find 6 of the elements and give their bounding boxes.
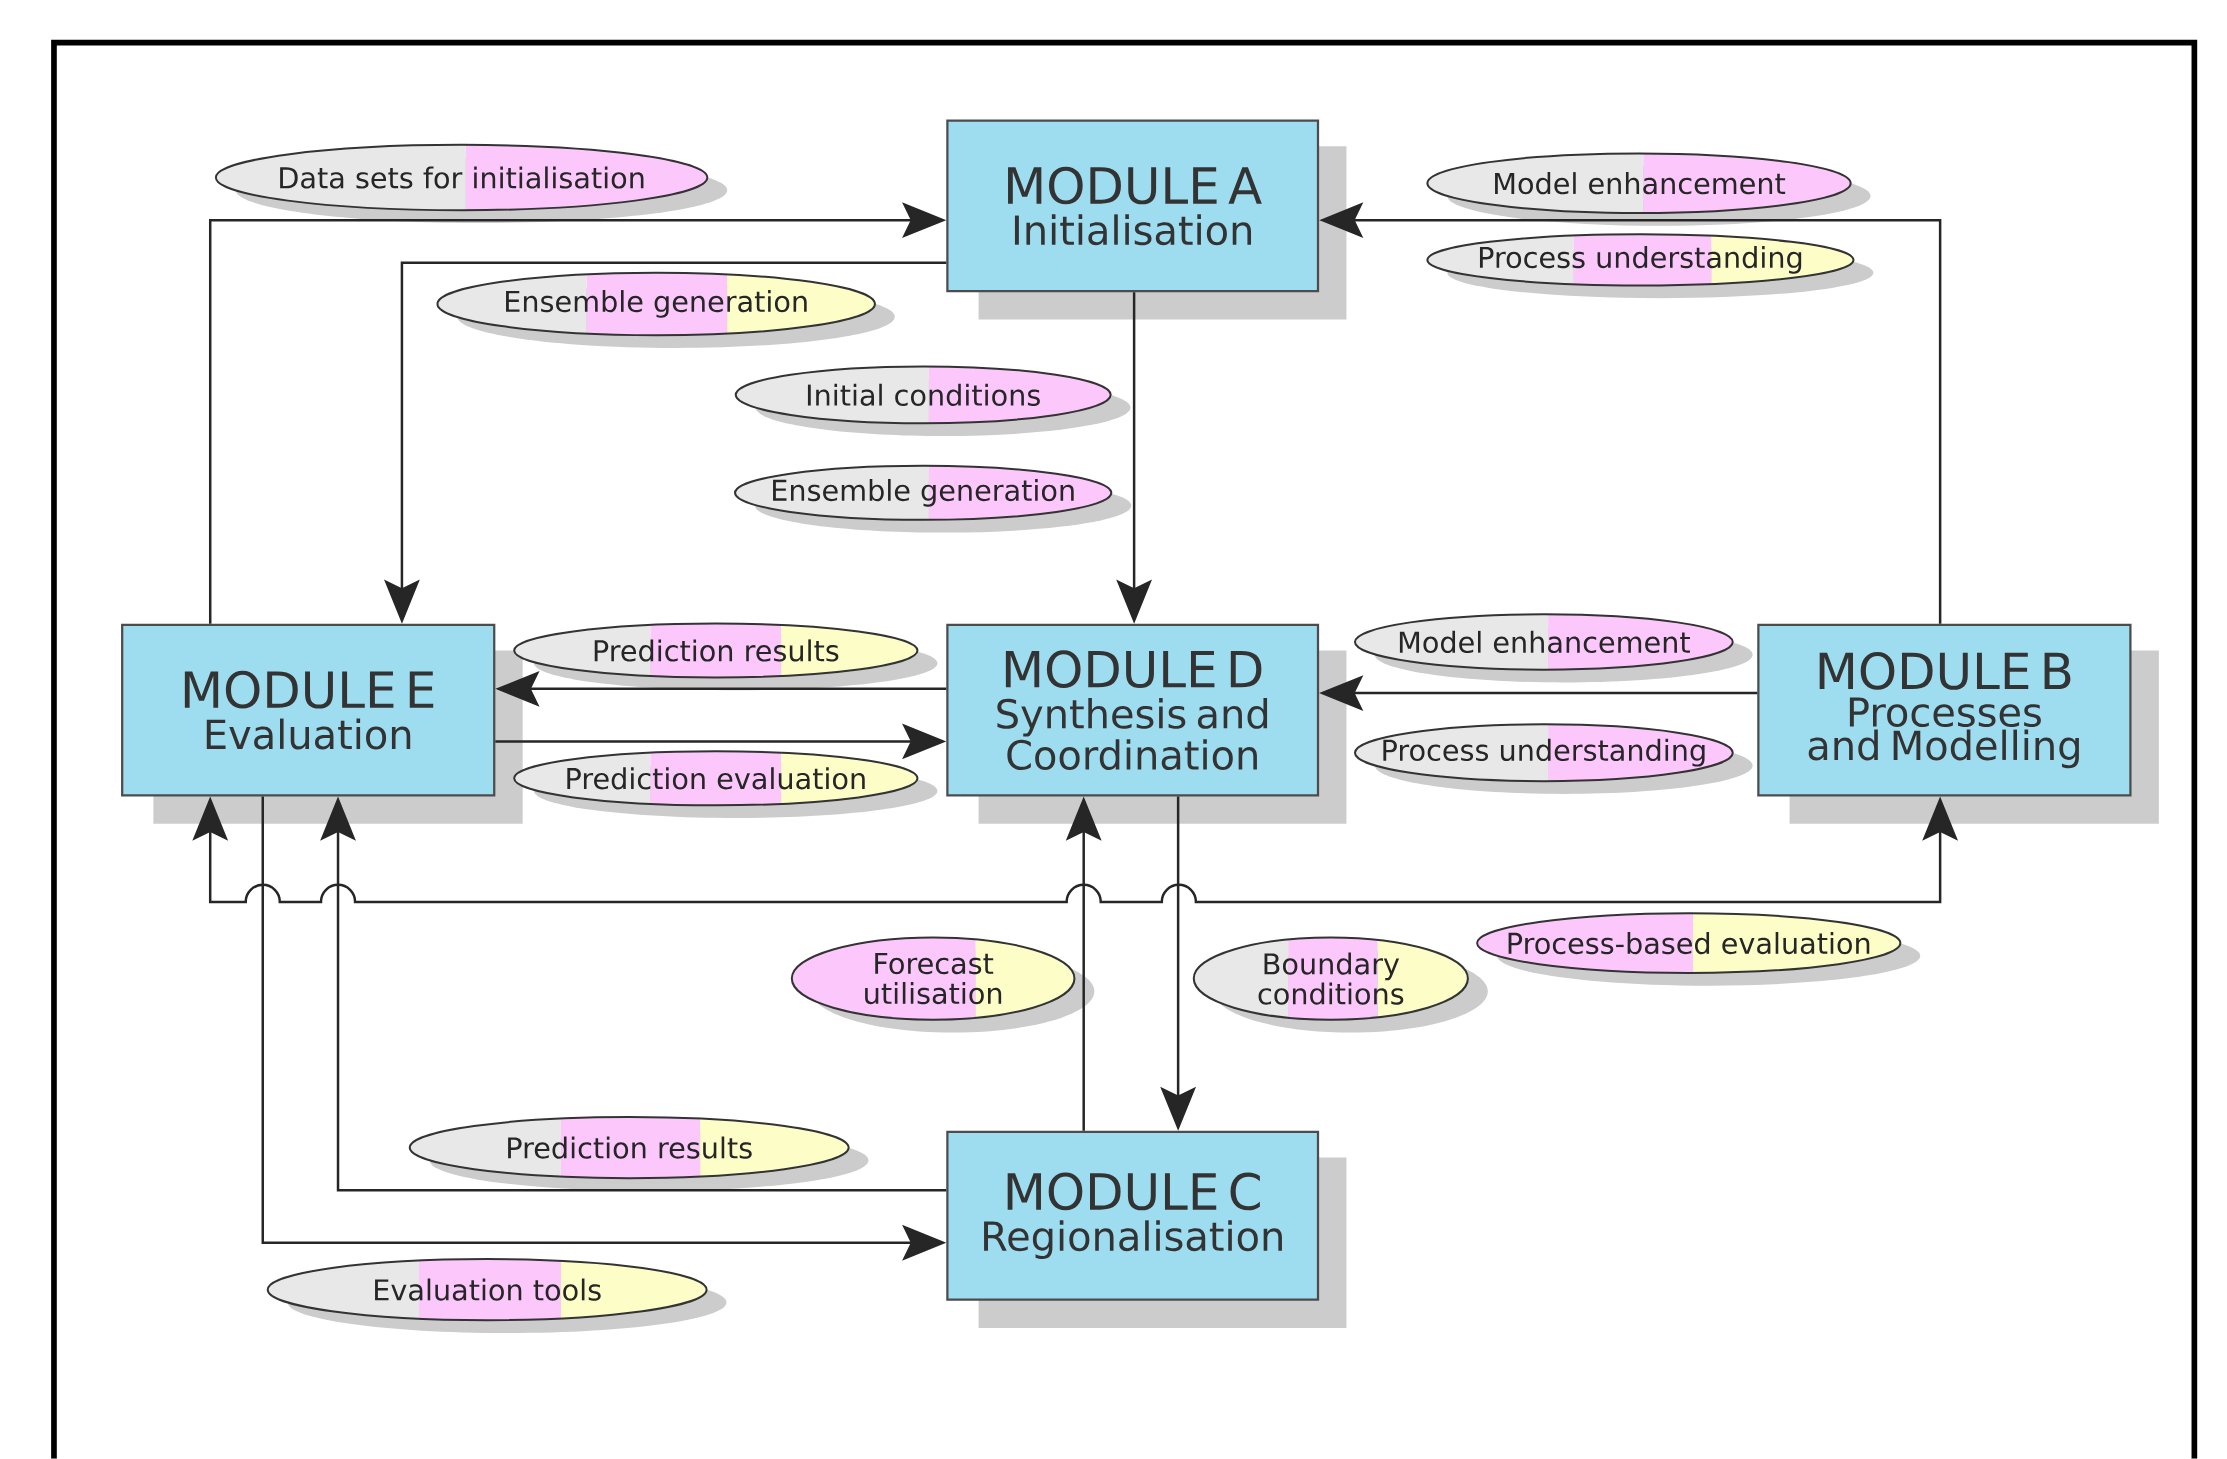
module-box: MODULE D Synthesis and Coordination [946,624,1347,824]
module-box: MODULE E Evaluation [121,624,523,824]
node-label: Prediction evaluation [567,767,865,790]
module-box: MODULE A Initialisation [946,119,1347,320]
module-box: MODULE C Regionalisation [946,1131,1347,1329]
module-box: MODULE B Processes and Modelling [1757,624,2159,824]
